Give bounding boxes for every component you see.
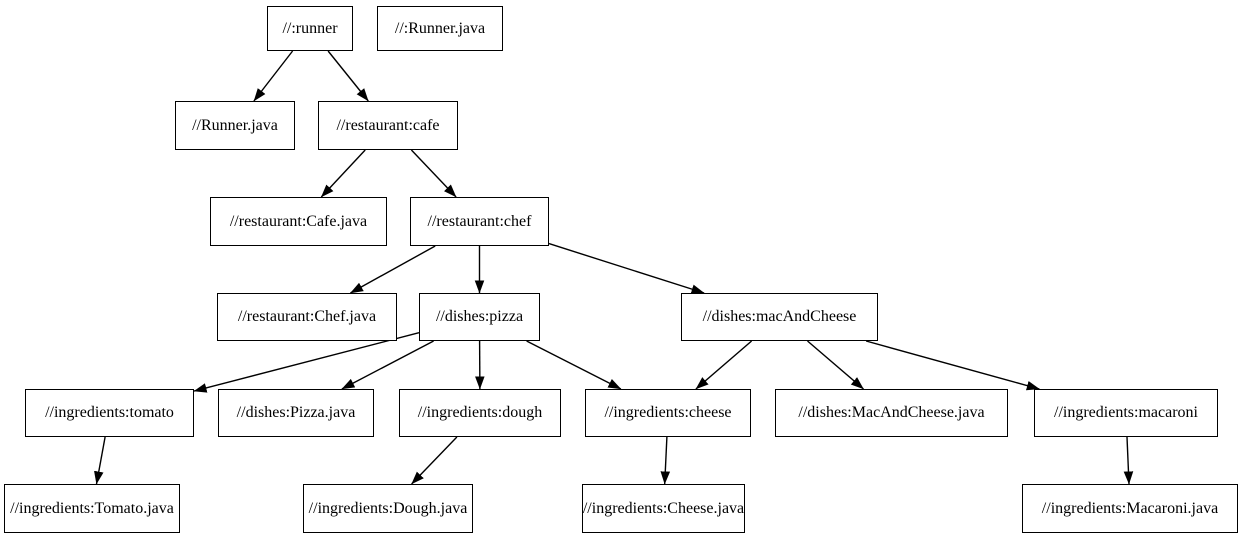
graph-node-label: //restaurant:cafe bbox=[336, 116, 440, 134]
graph-node-macandcheese: //dishes:macAndCheese bbox=[681, 293, 878, 341]
graph-edge-cafe-to-chef bbox=[410, 149, 457, 198]
graph-edge-macaroni-to-macaroni_java bbox=[1123, 436, 1134, 485]
graph-edge-macandcheese-to-macaroni bbox=[865, 340, 1040, 391]
graph-node-tomato_java: //ingredients:Tomato.java bbox=[4, 484, 180, 533]
graph-edge-pizza-to-tomato bbox=[193, 332, 420, 393]
graph-node-label: //dishes:Pizza.java bbox=[236, 404, 356, 421]
graph-node-label: //dishes:MacAndCheese.java bbox=[798, 404, 985, 421]
graph-node-label: //ingredients:Tomato.java bbox=[10, 499, 174, 517]
graph-node-label: //restaurant:Chef.java bbox=[237, 308, 377, 325]
graph-node-label: //restaurant:chef bbox=[427, 212, 532, 230]
graph-node-label: //ingredients:macaroni bbox=[1054, 404, 1198, 421]
graph-node-cafe: //restaurant:cafe bbox=[318, 101, 458, 150]
graph-node-label: //ingredients:dough bbox=[417, 404, 543, 421]
graph-node-pizza: //dishes:pizza bbox=[419, 293, 540, 341]
graph-node-cheese_java: //ingredients:Cheese.java bbox=[582, 484, 745, 533]
graph-node-cheese: //ingredients:cheese bbox=[585, 389, 751, 437]
graph-node-label: //:runner bbox=[282, 19, 338, 37]
graph-node-label: //ingredients:Macaroni.java bbox=[1041, 499, 1219, 517]
graph-edge-chef-to-macandcheese bbox=[548, 242, 705, 294]
graph-node-label: //ingredients:tomato bbox=[45, 404, 174, 421]
graph-node-runner: //:runner bbox=[267, 6, 353, 51]
graph-edge-runner-to-cafe bbox=[327, 50, 369, 102]
graph-node-label: //restaurant:Cafe.java bbox=[229, 212, 368, 230]
graph-node-label: //Runner.java bbox=[192, 116, 278, 134]
graph-edge-macandcheese-to-cheese bbox=[695, 340, 753, 390]
graph-node-label: //ingredients:Cheese.java bbox=[582, 499, 745, 517]
graph-edge-pizza-to-pizza_java bbox=[341, 340, 434, 390]
graph-node-cafe_java: //restaurant:Cafe.java bbox=[210, 197, 387, 246]
graph-node-runner_java_top: //:Runner.java bbox=[377, 6, 503, 51]
graph-edge-cafe-to-cafe_java bbox=[320, 149, 366, 198]
graph-node-runner_java: //Runner.java bbox=[175, 101, 295, 150]
graph-edge-runner-to-runner_java bbox=[253, 50, 294, 102]
graph-edge-macandcheese-to-macandcheese_java bbox=[807, 340, 864, 390]
graph-node-label: //dishes:macAndCheese bbox=[702, 308, 857, 325]
graph-node-label: //dishes:pizza bbox=[435, 308, 524, 325]
graph-node-chef: //restaurant:chef bbox=[410, 197, 549, 246]
graph-node-tomato: //ingredients:tomato bbox=[25, 389, 194, 437]
graph-node-dough_java: //ingredients:Dough.java bbox=[303, 484, 473, 533]
graph-node-label: //ingredients:Dough.java bbox=[308, 499, 468, 517]
graph-node-macaroni_java: //ingredients:Macaroni.java bbox=[1022, 484, 1238, 533]
graph-edge-tomato-to-tomato_java bbox=[94, 436, 106, 485]
graph-node-label: //ingredients:cheese bbox=[604, 404, 732, 421]
graph-node-macaroni: //ingredients:macaroni bbox=[1034, 389, 1218, 437]
graph-edge-dough-to-dough_java bbox=[411, 436, 458, 485]
graph-node-macandcheese_java: //dishes:MacAndCheese.java bbox=[775, 389, 1008, 437]
graph-node-label: //:Runner.java bbox=[394, 19, 486, 37]
graph-edge-pizza-to-cheese bbox=[526, 340, 622, 390]
graph-edge-cheese-to-cheese_java bbox=[660, 436, 671, 485]
graph-node-chef_java: //restaurant:Chef.java bbox=[217, 293, 397, 341]
graph-edge-chef-to-chef_java bbox=[350, 245, 436, 294]
graph-node-pizza_java: //dishes:Pizza.java bbox=[218, 389, 374, 437]
graph-node-dough: //ingredients:dough bbox=[399, 389, 561, 437]
